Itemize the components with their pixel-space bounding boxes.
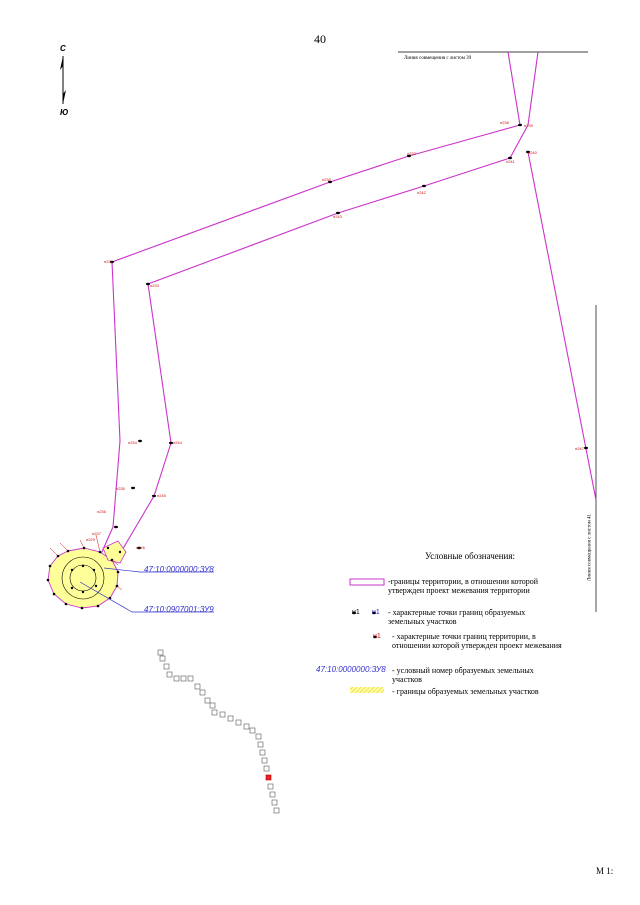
point-label: н234 [128,440,138,445]
point-label: н237 [92,531,102,536]
boundary-points [110,123,588,550]
point-label: н235 [116,486,126,491]
point-label: н240 [528,150,538,155]
legend-marker-label: н1 [352,609,360,616]
legend-territory-point-icon [373,635,377,639]
cadastral-label: 47:10:0907001:ЗУ9 [144,605,214,614]
overview-inset [157,649,280,814]
legend-cadastral-text: - условный номер образуемых земельных уч… [392,666,534,684]
legend-cadastral-sample: 47:10:0000000:ЗУ8 [316,665,386,674]
compass-north-label: С [60,44,66,53]
cadastral-leader-line [79,581,214,613]
legend-boundary-text: -границы территории, в отношении которой… [388,577,539,595]
legend-point-icon [372,611,376,615]
point-label: н247 [575,446,585,451]
legend-hatch-swatch [350,687,384,693]
point-label: н244 [173,440,183,445]
point-label: н233 [150,283,160,288]
point-label: н236 [97,509,107,514]
point-label: н238 [500,120,510,125]
legend-point-icon [352,611,356,615]
point-label: н232 [407,151,417,156]
legend-title: Условные обозначения: [425,551,516,561]
page-number: 40 [314,32,326,46]
boundary-inner-line [120,51,539,553]
point-label: н239 [524,123,534,128]
point-label: н246 [136,545,146,550]
match-line-top-label: Линия совмещения с листом 39 [404,56,472,61]
legend-territory-marker-label: н1 [373,633,381,640]
point-label: н243 [333,214,343,219]
point-label: н241 [506,159,516,164]
point-label: н245 [157,493,167,498]
boundary-right-branch [527,151,597,501]
point-label: н242 [417,190,427,195]
legend-points-text: - характерные точки границ образуемых зе… [388,608,526,626]
parcel-cluster [46,534,127,610]
cadastral-label: 47:10:0000000:ЗУ8 [144,565,214,574]
compass-south-label: Ю [60,108,69,117]
legend-hatch-text: - границы образуемых земельных участков [392,687,539,696]
point-labels: н238 н239 н232 н240 н230 н241 н231 н242 … [86,120,585,550]
point-label: н230 [322,177,332,182]
cadastral-leader-line [103,567,214,573]
boundary-outer-line [100,51,521,555]
legend-territory-text: - характерные точки границ территории, в… [392,632,562,650]
parcel-area [102,540,127,564]
point-label: н231 [104,259,114,264]
compass-arrow-icon [60,56,66,104]
legend-marker-label: н1 [372,609,380,616]
legend-boundary-swatch [349,578,385,586]
point-label: н229 [86,537,96,542]
scale-label: М 1: [596,866,614,876]
